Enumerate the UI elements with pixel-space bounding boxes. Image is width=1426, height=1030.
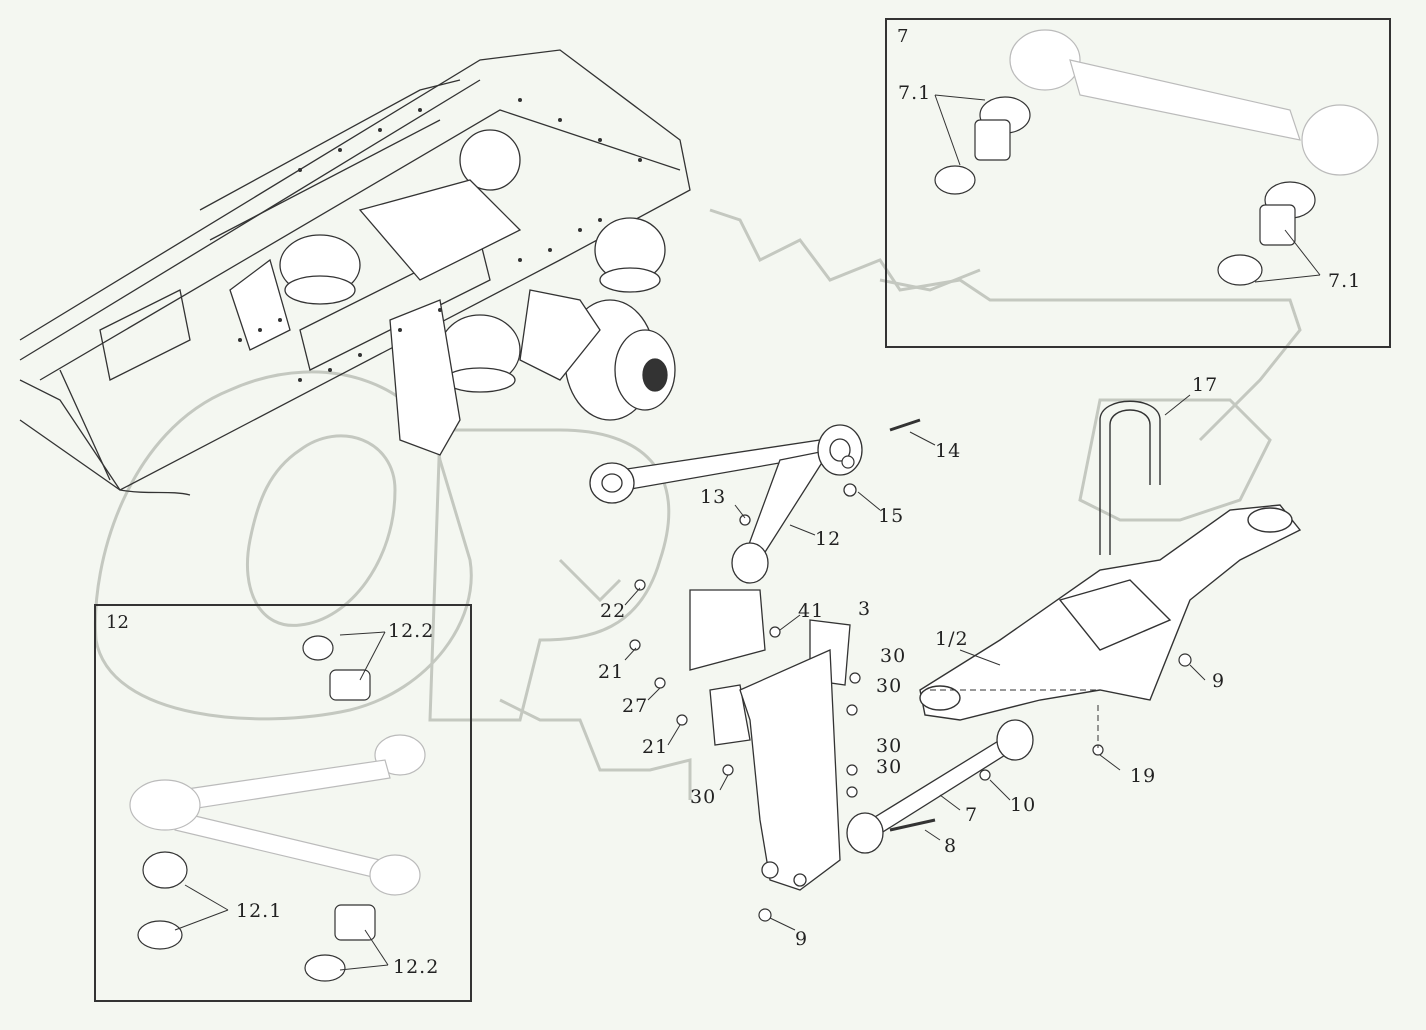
callout-15: 15 xyxy=(878,505,905,527)
callout-22: 22 xyxy=(600,600,627,622)
callout-3: 3 xyxy=(858,598,872,620)
axle-beam xyxy=(919,504,1302,721)
frame-holes xyxy=(238,98,642,382)
axle-hub xyxy=(229,179,676,456)
inset-12-drawing xyxy=(129,734,426,896)
callout-13: 13 xyxy=(700,486,727,508)
callout-10: 10 xyxy=(1010,794,1037,816)
callout-12-2-bottom: 12.2 xyxy=(393,956,440,978)
inset-box-7: 7 xyxy=(885,18,1391,348)
callout-7-1-top: 7.1 xyxy=(898,82,932,104)
callout-leaders xyxy=(624,394,1206,931)
callout-12-2-top: 12.2 xyxy=(388,620,435,642)
callout-7-1-bottom: 7.1 xyxy=(1328,270,1362,292)
callout-14: 14 xyxy=(935,440,962,462)
callout-12-1: 12.1 xyxy=(236,900,283,922)
callout-30-a: 30 xyxy=(880,645,907,667)
brackets xyxy=(689,589,851,891)
callout-1-2: 1/2 xyxy=(935,628,969,650)
chassis-frame xyxy=(19,49,691,496)
callout-30-d: 30 xyxy=(876,756,903,778)
inset-12-bushings xyxy=(137,635,376,982)
inset-box-12: 12 xyxy=(94,604,472,1002)
callout-7: 7 xyxy=(965,804,979,826)
v-link-assembled xyxy=(589,418,921,584)
inset-12-label: 12 xyxy=(106,612,129,633)
inset-7-label: 7 xyxy=(897,26,909,47)
callout-21-upper: 21 xyxy=(598,661,625,683)
callout-9-bottom: 9 xyxy=(795,928,809,950)
callout-8: 8 xyxy=(944,835,958,857)
air-springs xyxy=(279,129,666,393)
fasteners xyxy=(629,455,1192,922)
watermark-outline xyxy=(93,208,1302,800)
callout-19: 19 xyxy=(1130,765,1157,787)
torque-rod-assembled xyxy=(846,719,1034,854)
inset-12-leaders xyxy=(174,631,389,971)
callout-41: 41 xyxy=(798,600,825,622)
callout-30-c: 30 xyxy=(876,735,903,757)
callout-9-right: 9 xyxy=(1212,670,1226,692)
u-bolt xyxy=(1099,400,1161,555)
callout-12: 12 xyxy=(815,528,842,550)
callout-17: 17 xyxy=(1192,374,1219,396)
callout-21-lower: 21 xyxy=(642,736,669,758)
inset-7-bushings xyxy=(934,96,1316,286)
inset-7-leaders xyxy=(934,94,1321,283)
callout-30-b: 30 xyxy=(876,675,903,697)
inset-7-drawing xyxy=(1009,29,1379,176)
callout-30-e: 30 xyxy=(690,786,717,808)
callout-27: 27 xyxy=(622,695,649,717)
